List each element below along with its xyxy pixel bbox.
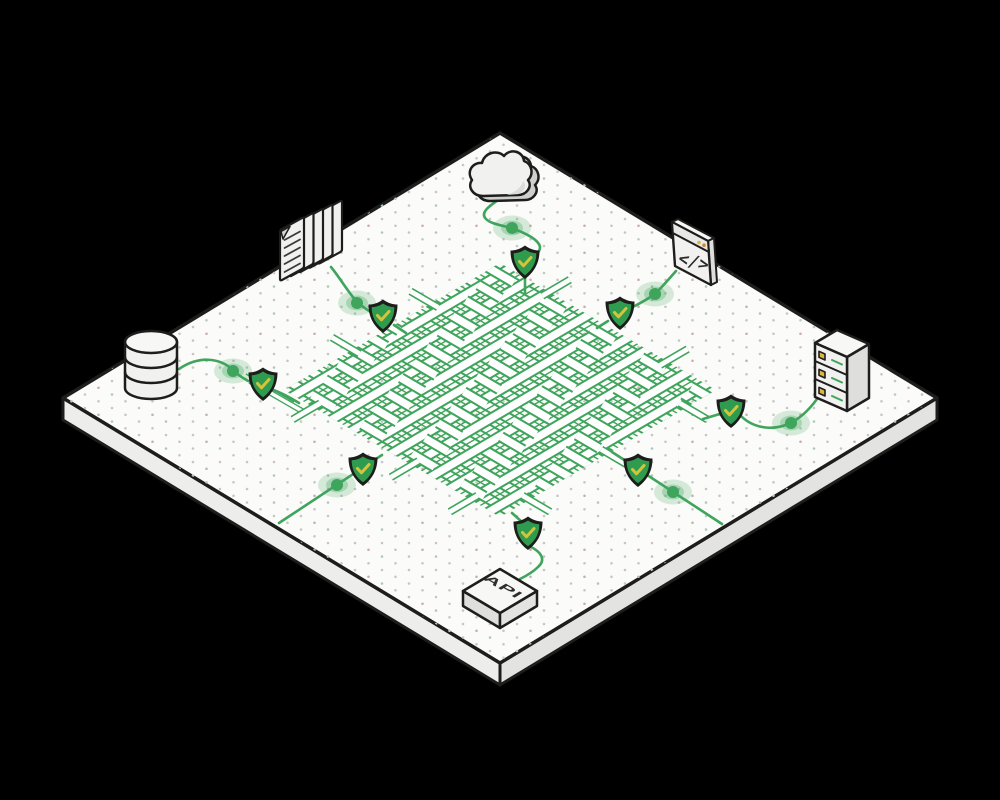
server-leds [818, 350, 826, 397]
connection-node [772, 410, 810, 436]
documents-icon [278, 199, 344, 282]
connection-wire-code-lower [595, 319, 610, 330]
mesh-thread [284, 263, 716, 466]
mesh-thread [284, 263, 716, 420]
mesh-thread [284, 314, 716, 517]
mesh-thread [284, 263, 716, 452]
mesh-thread [541, 277, 572, 298]
mesh-thread [284, 351, 716, 517]
mesh-thread [284, 360, 716, 517]
connection-wire-documents-lower [392, 323, 408, 335]
connection-node [493, 215, 531, 241]
mesh-thread [389, 458, 420, 480]
server-status-dashes [831, 359, 843, 402]
mesh-thread [284, 263, 716, 429]
mesh-thread [284, 263, 716, 443]
mesh-thread [284, 337, 716, 517]
connection-node [214, 358, 252, 384]
connection-node [636, 281, 674, 307]
connection-wire-api [518, 544, 544, 581]
window-title-bar [671, 221, 710, 253]
window-dot [702, 243, 706, 247]
mesh-thread [291, 401, 322, 422]
connection-node [654, 479, 692, 505]
database-icon [123, 329, 179, 401]
window-dot [697, 240, 701, 245]
page-fold-corner [280, 225, 291, 240]
mesh-thread [284, 337, 716, 517]
connection-node [318, 472, 356, 498]
mesh-thread [284, 328, 716, 517]
mesh-thread [330, 335, 361, 356]
mesh-thread [409, 289, 440, 310]
mesh-thread [678, 401, 709, 422]
mesh-thread [658, 346, 689, 368]
mesh-thread [521, 493, 552, 514]
connection-wire-database-lower [269, 387, 301, 405]
code-window-icon: </> [670, 218, 718, 287]
server-rack-icon [813, 328, 871, 413]
cloud-icon [468, 150, 540, 203]
document-text-lines [283, 230, 301, 273]
mesh-thread [448, 493, 479, 514]
